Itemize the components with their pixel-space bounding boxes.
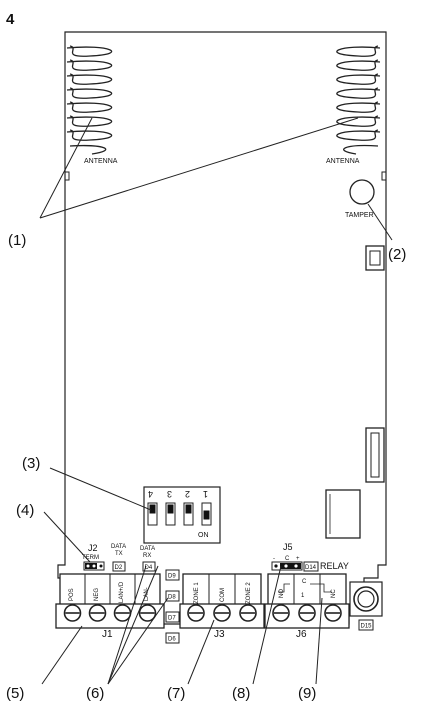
j2-jumper[interactable] — [83, 561, 105, 571]
svg-text:D6: D6 — [168, 637, 176, 643]
dip-switch-4[interactable] — [147, 502, 158, 526]
callout-2: (2) — [388, 246, 406, 263]
connector-vertical-inner — [370, 432, 380, 478]
antenna-left — [66, 45, 113, 155]
j1-term-neg: NEG — [94, 588, 100, 601]
callout-5: (5) — [6, 685, 24, 702]
j1-terminal-block: POS NEG LAN+/D LAN- J1 — [55, 573, 165, 640]
board-notch-left — [65, 171, 70, 181]
tamper-switch — [349, 179, 375, 205]
term-label: TERM — [82, 555, 99, 561]
j5-c: C — [285, 556, 290, 562]
antenna-right — [336, 45, 381, 155]
led-d14: D14 — [303, 561, 319, 572]
j1-label: J1 — [102, 629, 113, 640]
dip-on-label: ON — [198, 532, 209, 539]
svg-text:D9: D9 — [168, 574, 176, 580]
j3-terminal-block: ZONE 1 COM ZONE 2 J3 — [179, 573, 265, 640]
j1-term-lanp: LAN+/D — [119, 581, 125, 603]
j3-term-zone2: ZONE 2 — [246, 582, 252, 604]
dip-label-2: 2 — [185, 489, 190, 499]
dip-label-4: 4 — [148, 489, 153, 499]
dip-switch-2[interactable] — [183, 502, 194, 526]
j6-terminal-block: NO C 1 NC J6 — [264, 573, 350, 640]
j5-jumper[interactable] — [271, 561, 303, 571]
j5-label: J5 — [283, 542, 293, 552]
dip-switch-block: 4 3 2 1 ON — [143, 486, 221, 544]
j6-term-c: C — [302, 579, 307, 585]
j2-label: J2 — [88, 543, 98, 553]
j1-term-pos: POS — [69, 588, 75, 601]
tamper-label: TAMPER — [345, 212, 374, 219]
callout-6: (6) — [86, 685, 104, 702]
led-d6: D6 — [165, 632, 180, 644]
figure-number: 4 — [6, 11, 15, 28]
svg-text:D8: D8 — [168, 595, 176, 601]
dip-switch-3[interactable] — [165, 502, 176, 526]
j6-term-nc: NC — [331, 589, 337, 598]
led-d4: D4 — [142, 561, 156, 572]
callout-4: (4) — [16, 502, 34, 519]
connector-vertical — [365, 427, 385, 483]
callout-8: (8) — [232, 685, 250, 702]
j3-term-com: COM — [220, 588, 226, 602]
leader-lines — [39, 117, 393, 685]
callout-7: (7) — [167, 685, 185, 702]
j5-minus: - — [273, 556, 275, 562]
j3-term-zone1: ZONE 1 — [194, 582, 200, 604]
j6-term-1: 1 — [301, 593, 305, 599]
component-square-inner — [369, 250, 381, 266]
tx-label: TX — [115, 551, 123, 557]
callout-3: (3) — [22, 455, 40, 472]
led-d9: D9 — [165, 569, 180, 581]
data-rx-label: DATA — [140, 546, 155, 552]
led-d8: D8 — [165, 590, 180, 602]
relay-label: RELAY — [320, 561, 349, 571]
led-d7: D7 — [165, 611, 180, 623]
dip-label-1: 1 — [203, 489, 208, 499]
rx-label: RX — [143, 553, 151, 559]
led-d15: D15 — [358, 619, 374, 631]
j6-term-no: NO — [279, 589, 285, 598]
svg-text:D4: D4 — [145, 565, 153, 571]
j6-label: J6 — [296, 629, 307, 640]
svg-text:D15: D15 — [361, 624, 373, 630]
led-d2: D2 — [112, 561, 126, 572]
antenna-left-label: ANTENNA — [84, 158, 118, 165]
callout-9: (9) — [298, 685, 316, 702]
callout-1: (1) — [8, 232, 26, 249]
mount-screw-inner — [357, 590, 375, 608]
dip-label-3: 3 — [167, 489, 172, 499]
j3-label: J3 — [214, 629, 225, 640]
data-tx-label: DATA — [111, 544, 126, 550]
svg-text:D7: D7 — [168, 616, 176, 622]
antenna-right-label: ANTENNA — [326, 158, 360, 165]
svg-text:D2: D2 — [115, 565, 123, 571]
j1-term-lanm: LAN- — [144, 587, 150, 601]
component-square — [365, 245, 385, 271]
svg-text:D14: D14 — [305, 565, 317, 571]
j5-plus: + — [296, 556, 300, 562]
relay-block — [325, 489, 361, 539]
board-notch-right — [381, 171, 386, 181]
